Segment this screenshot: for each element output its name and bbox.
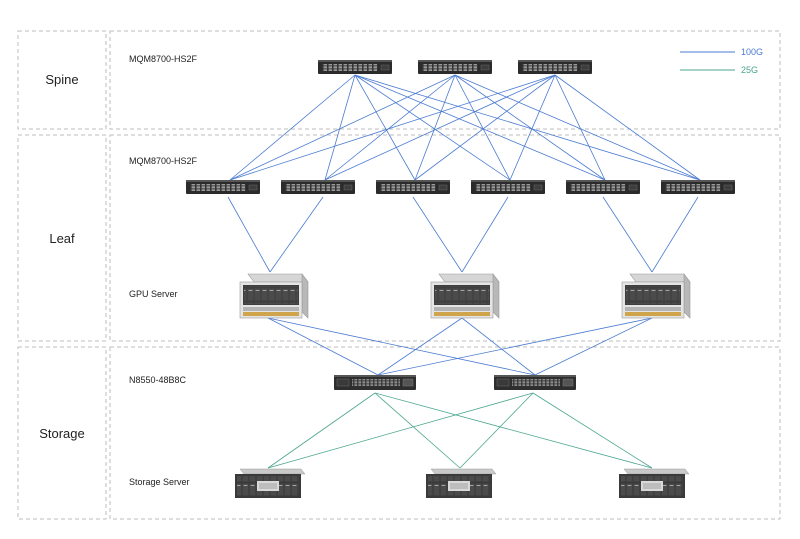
link-leaf5-gpu3 <box>602 196 653 273</box>
link-gpu3-sw1 <box>377 317 653 376</box>
leaf-switch-4 <box>470 179 546 195</box>
storage-server-3 <box>618 468 690 499</box>
legend-label-100g: 100G <box>741 47 763 57</box>
link-gpu1-sw1 <box>267 317 379 376</box>
zone-label-storage: Storage <box>39 426 85 441</box>
link-spine1-leaf4 <box>354 74 511 181</box>
link-gpu2-sw2 <box>461 317 536 376</box>
spine-label-cell <box>17 30 107 130</box>
link-leaf4-gpu2 <box>461 196 509 273</box>
link-sw2-stor2 <box>459 392 534 469</box>
link-leaf6-gpu3 <box>651 196 699 273</box>
spine-switch-2 <box>417 59 493 75</box>
zone-label-leaf: Leaf <box>49 231 75 246</box>
storage-server-1 <box>234 468 306 499</box>
link-spine3-leaf4 <box>509 74 556 181</box>
storage-content-cell <box>109 346 781 520</box>
link-spine3-leaf6 <box>554 74 701 181</box>
link-spine3-leaf5 <box>554 74 606 181</box>
legend-label-25g: 25G <box>741 65 758 75</box>
link-gpu1-sw2 <box>267 317 536 376</box>
link-spine2-leaf4 <box>454 74 511 181</box>
link-gpu3-sw2 <box>534 317 653 376</box>
storage-switch-1 <box>333 374 417 391</box>
storage-switch-2 <box>493 374 577 391</box>
link-leaf1-gpu1 <box>227 196 271 273</box>
link-spine2-leaf3 <box>414 74 456 181</box>
leaf-label-cell <box>17 134 107 342</box>
link-sw1-stor2 <box>374 392 461 469</box>
link-sw2-stor3 <box>532 392 653 469</box>
links-storage-switch-server <box>267 392 653 469</box>
gpu-server-1 <box>239 273 309 319</box>
link-sw1-stor3 <box>374 392 653 469</box>
spine-switch-3 <box>517 59 593 75</box>
row-label-storage-server: Storage Server <box>129 477 190 487</box>
link-spine3-leaf2 <box>324 74 556 181</box>
row-label-storage-switch-model: N8550-48B8C <box>129 375 187 385</box>
link-spine1-leaf3 <box>354 74 416 181</box>
link-spine2-leaf6 <box>454 74 701 181</box>
row-label-spine-model: MQM8700-HS2F <box>129 54 198 64</box>
leaf-switch-1 <box>185 179 261 195</box>
link-spine1-leaf5 <box>354 74 606 181</box>
link-spine2-leaf2 <box>324 74 456 181</box>
gpu-server-3 <box>621 273 691 319</box>
gpu-server-2 <box>430 273 500 319</box>
leaf-content-cell <box>109 134 781 342</box>
links-spine-leaf <box>229 74 701 181</box>
link-spine1-leaf6 <box>354 74 701 181</box>
link-spine2-leaf5 <box>454 74 606 181</box>
link-sw2-stor1 <box>267 392 534 469</box>
links-gpu-storage-switch <box>267 317 653 376</box>
link-leaf3-gpu2 <box>412 196 463 273</box>
zone-borders <box>17 30 781 520</box>
link-gpu2-sw1 <box>377 317 463 376</box>
link-spine1-leaf2 <box>324 74 356 181</box>
zone-label-spine: Spine <box>45 72 78 87</box>
leaf-switch-3 <box>375 179 451 195</box>
spine-content-cell <box>109 30 781 130</box>
storage-label-cell <box>17 346 107 520</box>
link-leaf2-gpu1 <box>269 196 324 273</box>
link-spine1-leaf1 <box>229 74 356 181</box>
link-spine3-leaf3 <box>414 74 556 181</box>
leaf-switch-6 <box>660 179 736 195</box>
legend: 100G 25G <box>680 47 763 75</box>
links-leaf-gpu <box>227 196 699 273</box>
spine-switch-1 <box>317 59 393 75</box>
storage-server-2 <box>425 468 497 499</box>
link-spine2-leaf1 <box>229 74 456 181</box>
link-sw1-stor1 <box>267 392 376 469</box>
leaf-switch-5 <box>565 179 641 195</box>
row-label-gpu-server: GPU Server <box>129 289 178 299</box>
row-label-leaf-model: MQM8700-HS2F <box>129 156 198 166</box>
leaf-switch-2 <box>280 179 356 195</box>
link-spine3-leaf1 <box>229 74 556 181</box>
